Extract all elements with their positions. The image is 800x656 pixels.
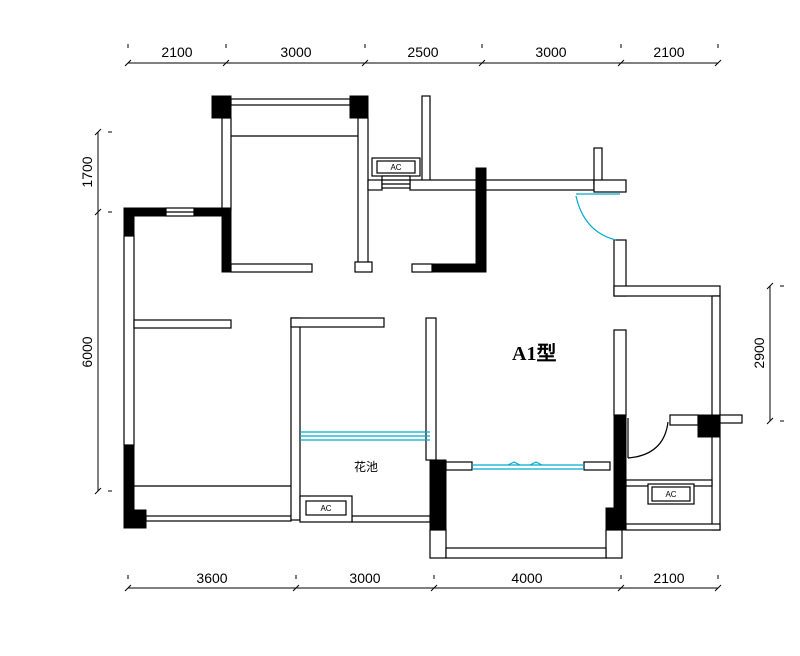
door-stub-right bbox=[583, 461, 611, 471]
balcony-post-right bbox=[605, 529, 623, 559]
entry-wall-right bbox=[593, 179, 627, 193]
shear-wall bbox=[221, 209, 232, 273]
ac-label: AC bbox=[665, 490, 676, 499]
shear-wall bbox=[429, 459, 447, 531]
dimension-tick bbox=[94, 128, 102, 136]
shear-wall bbox=[475, 167, 487, 273]
dimension-left: 1700 6000 bbox=[79, 128, 112, 495]
dimension-label: 3600 bbox=[196, 570, 227, 586]
ac-grille bbox=[381, 175, 411, 189]
left-mid-wall bbox=[133, 319, 232, 329]
balcony-post-left bbox=[429, 529, 447, 559]
ac-unit-bottom-left: AC bbox=[299, 495, 353, 523]
dimension-tick bbox=[124, 584, 132, 592]
kitchen-wall bbox=[421, 95, 431, 187]
dimension-tick bbox=[766, 282, 774, 290]
flower-bed bbox=[300, 431, 430, 441]
right-outer-wall bbox=[711, 295, 721, 531]
dimension-tick bbox=[361, 59, 369, 67]
dimension-tick bbox=[222, 59, 230, 67]
upper-bedroom-right-wall bbox=[357, 117, 369, 265]
column bbox=[605, 507, 627, 531]
dimension-tick bbox=[124, 59, 132, 67]
dimension-tick bbox=[766, 417, 774, 425]
dimension-top: 2100 3000 2500 3000 2100 bbox=[124, 44, 722, 67]
right-room-top-wall bbox=[613, 285, 721, 297]
flower-bed-bottom-wall bbox=[351, 515, 431, 523]
sliding-door-marker bbox=[507, 461, 543, 466]
right-inner-wall bbox=[613, 329, 627, 416]
dimension-tick bbox=[617, 59, 625, 67]
columns bbox=[123, 95, 721, 531]
dimension-tick bbox=[430, 584, 438, 592]
ac-inner bbox=[376, 160, 416, 174]
ac-unit-right: AC bbox=[647, 483, 695, 505]
middle-vertical-wall bbox=[290, 317, 301, 521]
dimension-label: 3000 bbox=[349, 570, 380, 586]
upper-bedroom-left-wall bbox=[221, 117, 232, 211]
room-door-swing bbox=[627, 421, 669, 459]
right-room-bottom-wall bbox=[625, 523, 721, 531]
balcony-railing-bottom bbox=[445, 547, 607, 559]
doors bbox=[472, 193, 669, 470]
shear-wall bbox=[123, 444, 135, 511]
left-bedroom-outer-wall bbox=[123, 235, 135, 446]
dimension-tick bbox=[714, 59, 722, 67]
dimension-tick bbox=[478, 59, 486, 67]
dimension-tick bbox=[617, 584, 625, 592]
right-window-ext bbox=[719, 414, 743, 424]
entry-door-swing bbox=[575, 195, 617, 241]
dimension-label: 3000 bbox=[280, 44, 311, 60]
dimension-label: 1700 bbox=[79, 156, 95, 187]
right-window bbox=[669, 414, 699, 426]
dimension-tick bbox=[292, 584, 300, 592]
dimension-bottom: 3600 3000 4000 2100 bbox=[124, 570, 722, 592]
column bbox=[697, 414, 721, 438]
dimension-label: 4000 bbox=[511, 570, 542, 586]
dimension-label: 2100 bbox=[161, 44, 192, 60]
kitchen-wall-stub bbox=[411, 263, 433, 273]
column bbox=[349, 95, 369, 119]
dimension-tick bbox=[94, 487, 102, 495]
shear-wall bbox=[613, 414, 627, 511]
shear-wall bbox=[123, 207, 135, 237]
ac-label: AC bbox=[390, 163, 401, 172]
hall-top-wall bbox=[409, 179, 595, 191]
dimension-label: 2100 bbox=[653, 44, 684, 60]
dimension-label: 2900 bbox=[751, 337, 767, 368]
dimension-tick bbox=[94, 208, 102, 216]
dimension-label: 2100 bbox=[653, 570, 684, 586]
dimension-right: 2900 bbox=[751, 282, 784, 425]
bay-window-sill bbox=[145, 515, 292, 522]
ac-inner bbox=[651, 486, 691, 502]
ac-inner bbox=[305, 500, 347, 516]
ac-unit-top: AC bbox=[371, 157, 421, 189]
dimension-label: 6000 bbox=[79, 336, 95, 367]
door-stub-left bbox=[445, 461, 473, 471]
dimension-tick bbox=[714, 584, 722, 592]
ac-label: AC bbox=[320, 504, 331, 513]
unit-type-label: A1型 bbox=[512, 342, 556, 365]
middle-top-wall bbox=[290, 317, 385, 328]
walls bbox=[123, 95, 743, 559]
column bbox=[211, 95, 232, 119]
dimension-label: 3000 bbox=[535, 44, 566, 60]
balcony-railing bbox=[230, 98, 351, 106]
column bbox=[123, 509, 147, 529]
hall-top-wall-left bbox=[367, 179, 383, 191]
wall-end-cap bbox=[354, 261, 373, 273]
shear-wall bbox=[431, 263, 487, 273]
living-left-wall bbox=[425, 317, 437, 461]
entry-wall bbox=[593, 147, 603, 185]
upper-bedroom-bottom-wall bbox=[230, 263, 313, 273]
flower-bed-label: 花池 bbox=[354, 459, 378, 474]
dimension-label: 2500 bbox=[407, 44, 438, 60]
